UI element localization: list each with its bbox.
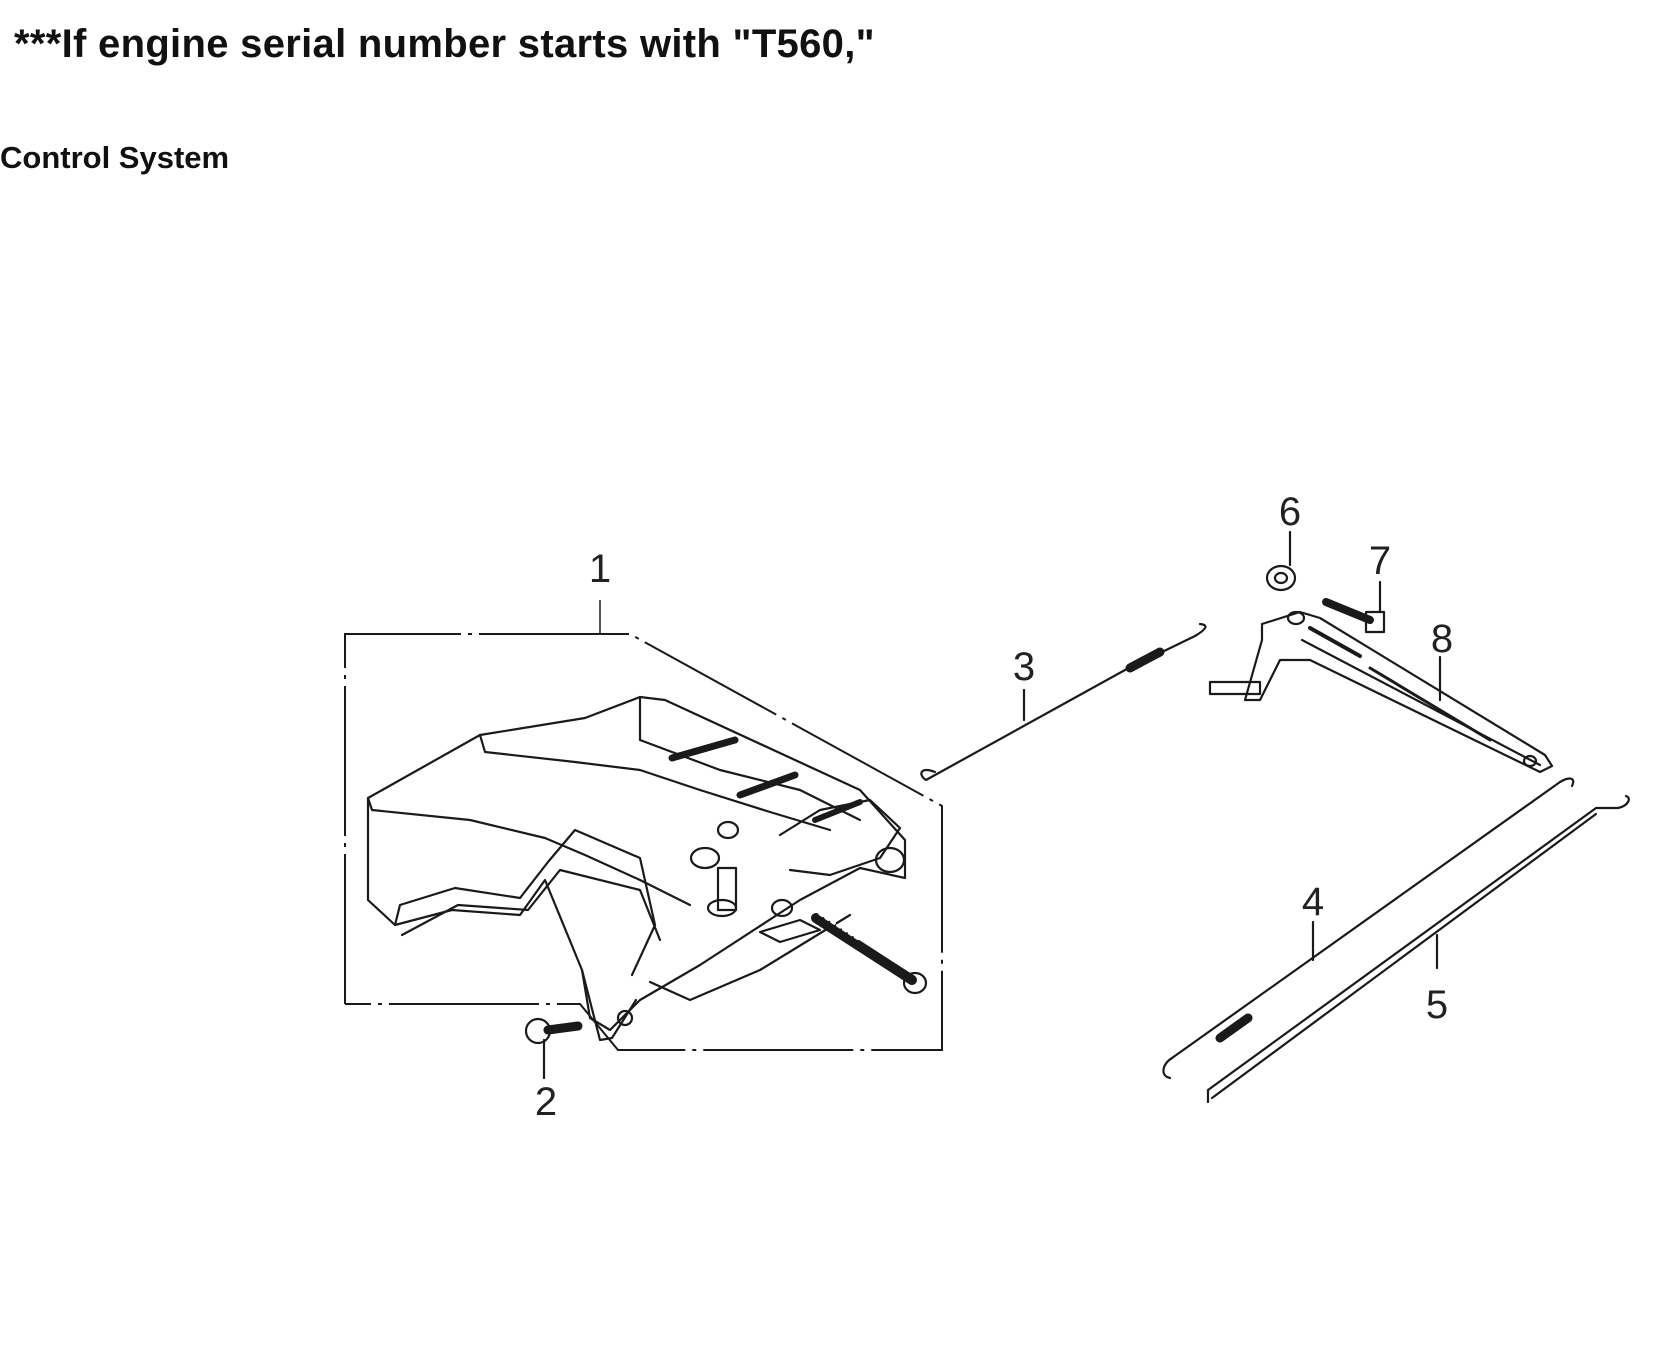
part-5-governor-rod: [1206, 794, 1630, 1104]
part-1-control-base: [366, 695, 907, 1042]
callout-8: 8: [1431, 617, 1453, 661]
callout-6: 6: [1279, 490, 1301, 534]
callout-7: 7: [1369, 539, 1391, 583]
callout-4: 4: [1302, 880, 1324, 924]
part-4-throttle-rod: [1162, 777, 1575, 1080]
part-7-bolt: [1322, 580, 1386, 634]
callout-1: 1: [589, 547, 611, 591]
callout-5: 5: [1426, 983, 1448, 1027]
callout-2: 2: [535, 1080, 557, 1124]
part-3-spring-rod: [920, 622, 1207, 782]
part-1-adjust-bolt: [811, 912, 928, 995]
part-2-bolt: [524, 1017, 583, 1080]
section-title: Control System: [0, 140, 230, 175]
part-1-group-outline: [344, 600, 943, 1051]
part-6-nut: [1265, 530, 1297, 592]
callout-3: 3: [1013, 645, 1035, 689]
part-8-control-lever: [1208, 610, 1554, 774]
page-title: ***If engine serial number starts with "…: [14, 22, 875, 66]
